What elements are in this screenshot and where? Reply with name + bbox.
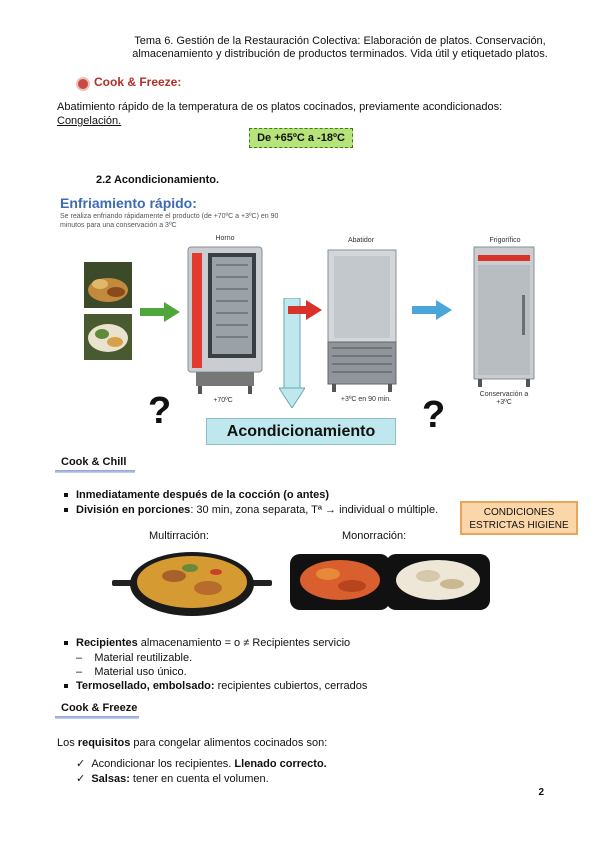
question-mark-left: ? — [148, 390, 172, 432]
cook-chill-title-underline — [55, 470, 135, 473]
label-abatidor: Abatidor — [347, 237, 375, 244]
sub-item-1: – Material reutilizable. — [76, 652, 193, 664]
temp-abatidor: +3ºC en 90 min. — [340, 396, 392, 403]
check1-bold: Llenado correcto. — [234, 758, 327, 770]
condiciones-line-2: ESTRICTAS HIGIENE — [469, 520, 569, 531]
temperature-box: De +65ºC a -18ºC — [249, 128, 353, 148]
cook-chill-title: Cook & Chill — [61, 456, 127, 468]
intro-post: para congelar alimentos cocinados son: — [130, 737, 328, 749]
flower-bullet-icon — [76, 77, 90, 91]
bullet-square-icon — [64, 641, 68, 645]
check1-pre: Acondicionar los recipientes. — [91, 758, 235, 770]
paella-pan-image — [112, 552, 272, 616]
check2-bold: Salsas: — [91, 773, 130, 785]
figure-subtitle-1: Se realiza enfriando rápidamente el prod… — [60, 213, 279, 220]
label-frigorifico: Frigorífico — [489, 237, 521, 244]
header-line-1: Tema 6. Gestión de la Restauración Colec… — [134, 35, 546, 47]
green-arrow-icon — [140, 302, 180, 322]
label-horno: Horno — [215, 235, 235, 242]
item4-bold: Termosellado, embolsado: — [76, 680, 215, 692]
cook-chill-item-1: Inmediatamente después de la cocción (o … — [76, 488, 329, 502]
question-mark-right: ? — [422, 394, 446, 436]
header-line-2: almacenamiento y distribución de product… — [132, 48, 548, 60]
temp-horno: +70ºC — [213, 397, 233, 404]
check-icon: ✓ — [76, 773, 92, 785]
down-arrow-icon — [279, 298, 305, 408]
condiciones-box: CONDICIONES ESTRICTAS HIGIENE — [460, 501, 578, 535]
sub1-text: Material reutilizable. — [94, 652, 193, 664]
section1-underline-text: Congelación. — [57, 115, 122, 127]
item1-bold: Inmediatamente después de la cocción (o … — [76, 489, 330, 501]
red-arrow-icon — [288, 300, 322, 320]
oven-image — [187, 246, 263, 394]
intro-bold: requisitos — [77, 737, 131, 749]
cook-freeze-intro: Los requisitos para congelar alimentos c… — [57, 736, 327, 750]
section1-paragraph: Abatimiento rápido de la temperatura de … — [57, 101, 503, 113]
item2-bold: División en porciones — [76, 504, 191, 516]
temp-frigorifico: Conservación a +3ºC — [472, 391, 536, 407]
figure-subtitle-2: minutos para una conservación a 3ºC — [60, 222, 177, 229]
cook-chill-item-3: Recipientes almacenamiento = o ≠ Recipie… — [76, 636, 350, 650]
blue-arrow-icon — [412, 300, 452, 320]
label-monorracion: Monorración: — [342, 530, 407, 542]
bullet-square-icon — [64, 508, 68, 512]
figure-title: Enfriamiento rápido: — [60, 195, 197, 211]
check-icon: ✓ — [76, 758, 92, 770]
bullet-square-icon — [64, 493, 68, 497]
item3-bold: Recipientes — [76, 637, 138, 649]
cook-chill-item-2: División en porciones: 30 min, zona sepa… — [76, 503, 438, 517]
item2-rest: : 30 min, zona separata, Tª → individual… — [190, 504, 439, 516]
section-title-cook-freeze: Cook & Freeze: — [94, 75, 182, 89]
sub-item-2: – Material uso único. — [76, 666, 187, 678]
label-multirracion: Multirración: — [149, 530, 209, 542]
sub2-text: Material uso único. — [94, 666, 187, 678]
temp-frig-line-1: Conservación a — [479, 391, 529, 398]
acondicionamiento-label: Acondicionamiento — [206, 418, 396, 445]
bullet-square-icon — [64, 684, 68, 688]
check-item-1: ✓ Acondicionar los recipientes. Llenado … — [76, 757, 327, 771]
cook-chill-item-4: Termosellado, embolsado: recipientes cub… — [76, 679, 367, 693]
blast-chiller-image — [327, 249, 397, 392]
check2-rest: tener en cuenta el volumen. — [129, 773, 269, 785]
item4-rest: recipientes cubiertos, cerrados — [214, 680, 368, 692]
cook-freeze-title-underline — [55, 716, 139, 719]
temp-frig-line-2: +3ºC — [496, 399, 512, 406]
section-2-2-title: 2.2 Acondicionamiento. — [96, 174, 220, 186]
document-header: Tema 6. Gestión de la Restauración Colec… — [130, 35, 550, 61]
refrigerator-image — [473, 246, 535, 387]
portion-trays-image — [290, 554, 490, 610]
food-photos-image — [84, 262, 132, 360]
condiciones-line-1: CONDICIONES — [483, 507, 555, 518]
cook-freeze-title: Cook & Freeze — [61, 702, 138, 714]
check-item-2: ✓ Salsas: tener en cuenta el volumen. — [76, 772, 269, 786]
intro-pre: Los — [57, 737, 78, 749]
page-number: 2 — [538, 787, 544, 798]
item3-rest: almacenamiento = o ≠ Recipientes servici… — [137, 637, 351, 649]
